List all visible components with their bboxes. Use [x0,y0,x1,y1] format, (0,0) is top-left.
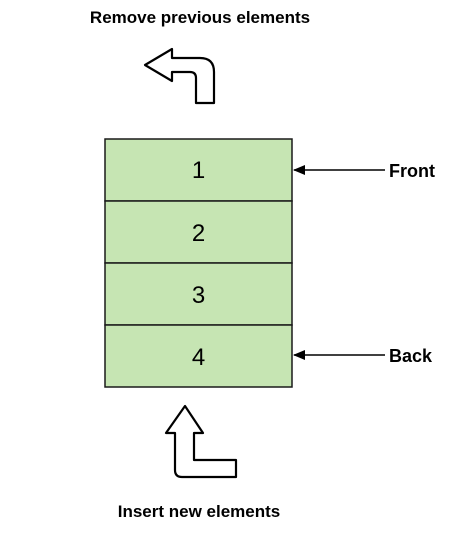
queue-cell-1: 1 [104,138,293,202]
queue-cell-2-label: 2 [192,220,205,247]
queue-cell-3: 3 [104,262,293,326]
front-label: Front [389,161,435,181]
queue-cell-1-label: 1 [192,157,205,184]
top-caption: Remove previous elements [90,8,310,27]
queue-cell-2: 2 [104,200,293,264]
queue-cell-3-label: 3 [192,282,205,309]
remove-arrow-icon [143,47,216,105]
insert-arrow-icon [164,404,238,479]
back-label: Back [389,346,433,366]
queue-cell-4-label: 4 [192,344,205,371]
queue-cell-4: 4 [104,324,293,388]
queue-stack: 1 2 3 4 [104,138,293,388]
bottom-caption: Insert new elements [118,502,281,521]
